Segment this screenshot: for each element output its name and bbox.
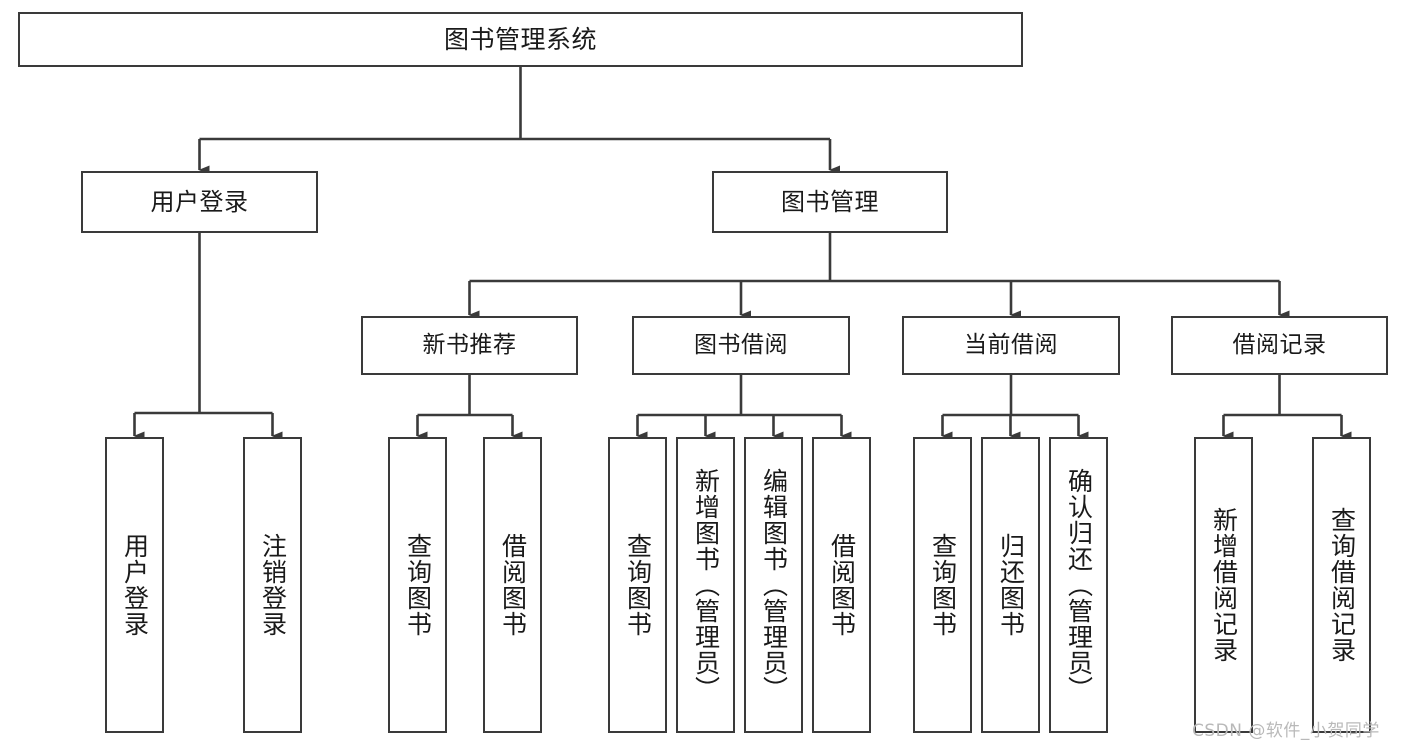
node-leaf-add-record[interactable]: 新增借阅记录	[1194, 437, 1253, 733]
node-label: 借阅图书	[827, 533, 857, 637]
node-leaf-edit-book[interactable]: 编辑图书（管理员）	[744, 437, 803, 733]
node-label: 图书借阅	[694, 331, 788, 358]
node-label: 当前借阅	[964, 331, 1058, 358]
node-leaf-query-book-1[interactable]: 查询图书	[388, 437, 447, 733]
node-label: 图书管理系统	[443, 24, 597, 54]
node-leaf-add-book[interactable]: 新增图书（管理员）	[676, 437, 735, 733]
node-label: 用户登录	[150, 187, 249, 216]
node-label: 查询图书	[623, 533, 653, 637]
node-label: 用户登录	[120, 533, 150, 637]
node-book-borrow[interactable]: 图书借阅	[632, 316, 850, 375]
node-label: 图书管理	[781, 187, 879, 216]
node-leaf-confirm-return[interactable]: 确认归还（管理员）	[1049, 437, 1108, 733]
node-root-system[interactable]: 图书管理系统	[18, 12, 1023, 67]
node-label: 查询图书	[403, 533, 433, 637]
node-leaf-user-login[interactable]: 用户登录	[105, 437, 164, 733]
node-leaf-query-book-3[interactable]: 查询图书	[913, 437, 972, 733]
node-leaf-query-book-2[interactable]: 查询图书	[608, 437, 667, 733]
node-current-borrow[interactable]: 当前借阅	[902, 316, 1120, 375]
node-label: 新书推荐	[422, 331, 517, 358]
node-label: 新增图书（管理员）	[691, 468, 721, 702]
node-label: 归还图书	[996, 533, 1026, 637]
node-label: 确认归还（管理员）	[1064, 468, 1094, 702]
node-leaf-return-book[interactable]: 归还图书	[981, 437, 1040, 733]
node-label: 借阅记录	[1232, 331, 1327, 358]
node-label: 新增借阅记录	[1209, 507, 1239, 663]
node-label: 查询图书	[928, 533, 958, 637]
node-label: 注销登录	[258, 533, 288, 637]
node-leaf-borrow-book-2[interactable]: 借阅图书	[812, 437, 871, 733]
node-leaf-query-record[interactable]: 查询借阅记录	[1312, 437, 1371, 733]
node-new-book-recommend[interactable]: 新书推荐	[361, 316, 578, 375]
node-label: 查询借阅记录	[1327, 507, 1357, 663]
node-leaf-user-logout[interactable]: 注销登录	[243, 437, 302, 733]
node-book-manage[interactable]: 图书管理	[712, 171, 948, 233]
node-borrow-record[interactable]: 借阅记录	[1171, 316, 1388, 375]
node-label: 编辑图书（管理员）	[759, 468, 789, 702]
node-leaf-borrow-book-1[interactable]: 借阅图书	[483, 437, 542, 733]
node-user-login[interactable]: 用户登录	[81, 171, 318, 233]
watermark-text: CSDN @软件_小贺同学	[1192, 721, 1380, 741]
node-label: 借阅图书	[498, 533, 528, 637]
